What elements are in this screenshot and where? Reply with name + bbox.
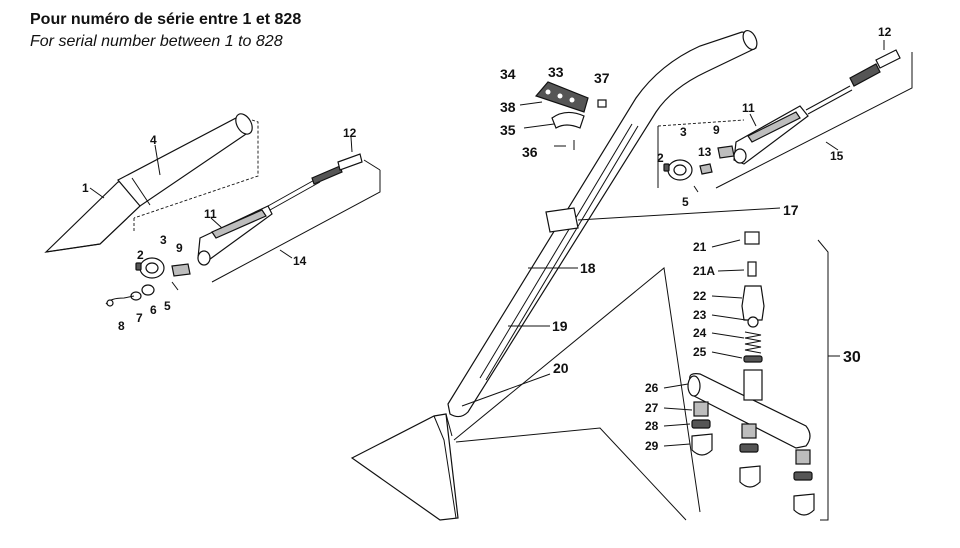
callout-r13: 13	[698, 145, 712, 159]
callout-26: 26	[645, 381, 659, 395]
callout-33: 33	[548, 64, 564, 80]
callout-3: 3	[160, 233, 167, 247]
callout-r12: 12	[878, 25, 892, 39]
callout-r11: 11	[742, 101, 755, 115]
callout-27: 27	[645, 401, 659, 415]
callout-14: 14	[293, 254, 307, 268]
callout-18: 18	[580, 260, 596, 276]
center-wand	[350, 29, 781, 521]
callout-r15: 15	[830, 149, 844, 163]
callout-34: 34	[500, 66, 516, 82]
callout-35: 35	[500, 122, 516, 138]
callout-12: 12	[343, 126, 357, 140]
callout-22: 22	[693, 289, 707, 303]
callout-17: 17	[783, 202, 799, 218]
callout-24: 24	[693, 326, 707, 340]
spray-manifold	[663, 231, 840, 521]
callout-6: 6	[150, 303, 157, 317]
callout-2: 2	[137, 248, 144, 262]
left-wand-head	[44, 113, 381, 307]
handle-parts	[519, 81, 607, 150]
callout-r3: 3	[680, 125, 687, 139]
callout-9: 9	[176, 241, 183, 255]
callout-5: 5	[164, 299, 171, 313]
callout-37: 37	[594, 70, 610, 86]
right-callouts: 12 11 3 9 2 13 15 5	[657, 25, 892, 209]
callout-30: 30	[843, 349, 861, 366]
right-valve-assembly	[657, 40, 913, 193]
page-subtitle: For serial number between 1 to 828	[30, 33, 283, 50]
callout-r9: 9	[713, 123, 720, 137]
callout-36: 36	[522, 144, 538, 160]
callout-7: 7	[136, 311, 143, 325]
callout-4: 4	[150, 133, 157, 147]
callout-r2: 2	[657, 151, 664, 165]
callout-11: 11	[204, 207, 217, 221]
handle-callouts: 34 33 37 38 35 36	[500, 64, 610, 160]
callout-38: 38	[500, 99, 516, 115]
center-callouts: 17 18 19 20	[552, 202, 799, 376]
page-title: Pour numéro de série entre 1 et 828	[30, 11, 302, 28]
callout-29: 29	[645, 439, 659, 453]
manifold-callouts: 21 21A 22 23 24 25 26 27 28 29 30	[645, 240, 861, 453]
callout-21a: 21A	[693, 264, 715, 278]
callout-28: 28	[645, 419, 659, 433]
callout-8: 8	[118, 319, 125, 333]
callout-21: 21	[693, 240, 707, 254]
callout-19: 19	[552, 318, 568, 334]
callout-25: 25	[693, 345, 707, 359]
callout-r5: 5	[682, 195, 689, 209]
callout-23: 23	[693, 308, 707, 322]
left-callouts: 1 4 12 11 3 2 9 14 5 6 7 8	[82, 126, 357, 333]
callout-20: 20	[553, 360, 569, 376]
callout-1: 1	[82, 181, 89, 195]
